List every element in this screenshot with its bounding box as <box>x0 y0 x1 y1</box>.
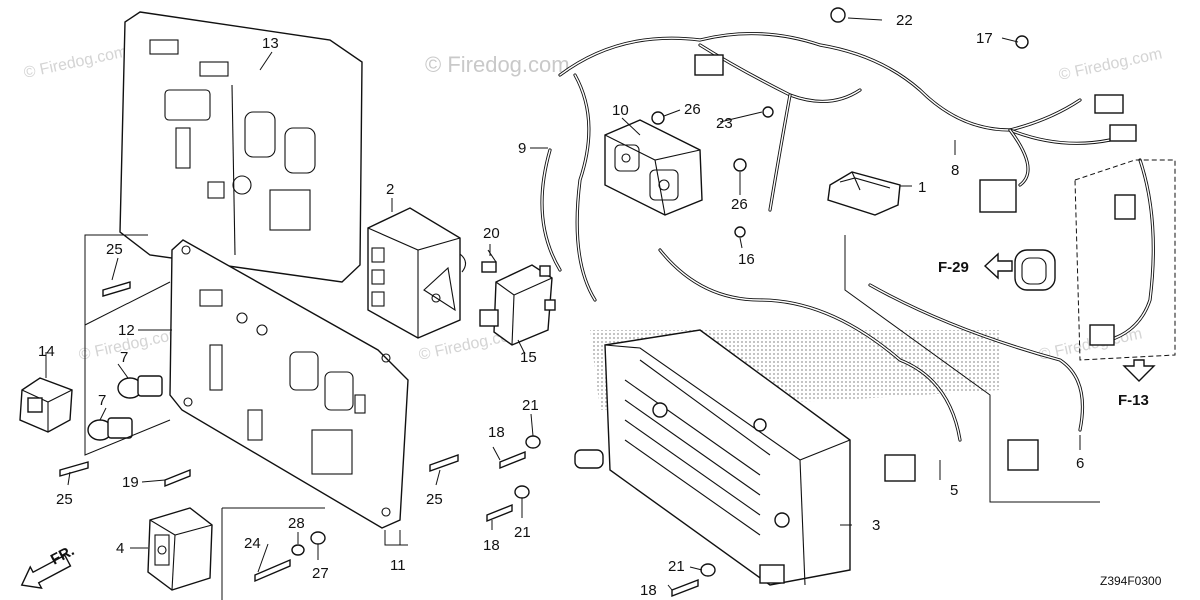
callout-9: 9 <box>518 140 526 157</box>
part-13-gasket-panel <box>119 11 363 283</box>
front-direction-arrow-icon <box>20 554 72 590</box>
front-direction: FR. <box>20 542 77 590</box>
diagram-code: Z394F0300 <box>1100 574 1162 588</box>
reference-f29: F-29 <box>938 252 1013 280</box>
callout-14: 14 <box>38 343 55 360</box>
callout-25-lower-right: 25 <box>426 491 443 508</box>
callout-18-upper: 18 <box>488 424 505 441</box>
part-4-outlet <box>147 507 213 591</box>
callout-21-lower: 21 <box>668 558 685 575</box>
callout-25-lower-left: 25 <box>56 491 73 508</box>
part-14-switch <box>19 377 73 433</box>
part-12-group-outline <box>84 234 171 456</box>
callout-7-upper: 7 <box>120 349 128 366</box>
part-12-control-panel <box>169 239 409 529</box>
callout-15: 15 <box>520 349 537 366</box>
f29-grommet <box>1014 249 1056 291</box>
reference-arrow-left-icon <box>983 252 1013 280</box>
callout-18-lower: 18 <box>640 582 657 599</box>
callout-21-upper: 21 <box>522 397 539 414</box>
callout-28: 28 <box>288 515 305 532</box>
callout-1: 1 <box>918 179 926 196</box>
callout-16: 16 <box>738 251 755 268</box>
callout-24: 24 <box>244 535 261 552</box>
callout-7-lower: 7 <box>98 392 106 409</box>
leader-lines <box>45 17 1081 591</box>
watermark-faint: © Firedog.com <box>1057 45 1163 83</box>
reference-f29-label: F-29 <box>938 259 969 276</box>
callout-5: 5 <box>950 482 958 499</box>
callout-8: 8 <box>951 162 959 179</box>
callout-3: 3 <box>872 517 880 534</box>
callout-labels: 1 2 3 4 5 6 7 7 8 9 10 11 12 13 14 15 16… <box>38 12 1084 599</box>
watermark-faint: © Firedog.com <box>22 43 128 81</box>
callout-12: 12 <box>118 322 135 339</box>
callout-6: 6 <box>1076 455 1084 472</box>
callout-21-middle: 21 <box>514 524 531 541</box>
callout-22: 22 <box>896 12 913 29</box>
part-1-grommet <box>827 171 901 216</box>
reference-arrow-down-icon <box>1122 359 1156 382</box>
callout-19: 19 <box>122 474 139 491</box>
callout-2: 2 <box>386 181 394 198</box>
part-7-fuse-holders <box>87 375 163 441</box>
callout-27: 27 <box>312 565 329 582</box>
part-2-capacitor-box <box>367 207 467 339</box>
part-8-bracket <box>844 235 1100 503</box>
callout-18-middle: 18 <box>483 537 500 554</box>
callout-13: 13 <box>262 35 279 52</box>
callout-17: 17 <box>976 30 993 47</box>
reference-f13-label: F-13 <box>1118 392 1149 409</box>
callout-11: 11 <box>390 557 406 574</box>
part-15-circuit-breaker <box>479 264 556 346</box>
part-20-screw <box>481 249 497 273</box>
reference-f13: F-13 <box>1118 359 1156 409</box>
callout-23: 23 <box>716 115 733 132</box>
wire-harness <box>540 31 1155 482</box>
callout-26-upper: 26 <box>684 101 701 118</box>
watermark-main: © Firedog.com <box>425 52 570 77</box>
callout-20: 20 <box>483 225 500 242</box>
callout-25-upper: 25 <box>106 241 123 258</box>
callout-4: 4 <box>116 540 124 557</box>
part-3-inverter-unit <box>574 329 1000 586</box>
callout-26-lower: 26 <box>731 196 748 213</box>
part-10-receptacle <box>604 119 703 216</box>
callout-10: 10 <box>612 102 629 119</box>
hardware-fasteners <box>59 7 1029 598</box>
part-6-group-outline <box>1074 159 1176 361</box>
